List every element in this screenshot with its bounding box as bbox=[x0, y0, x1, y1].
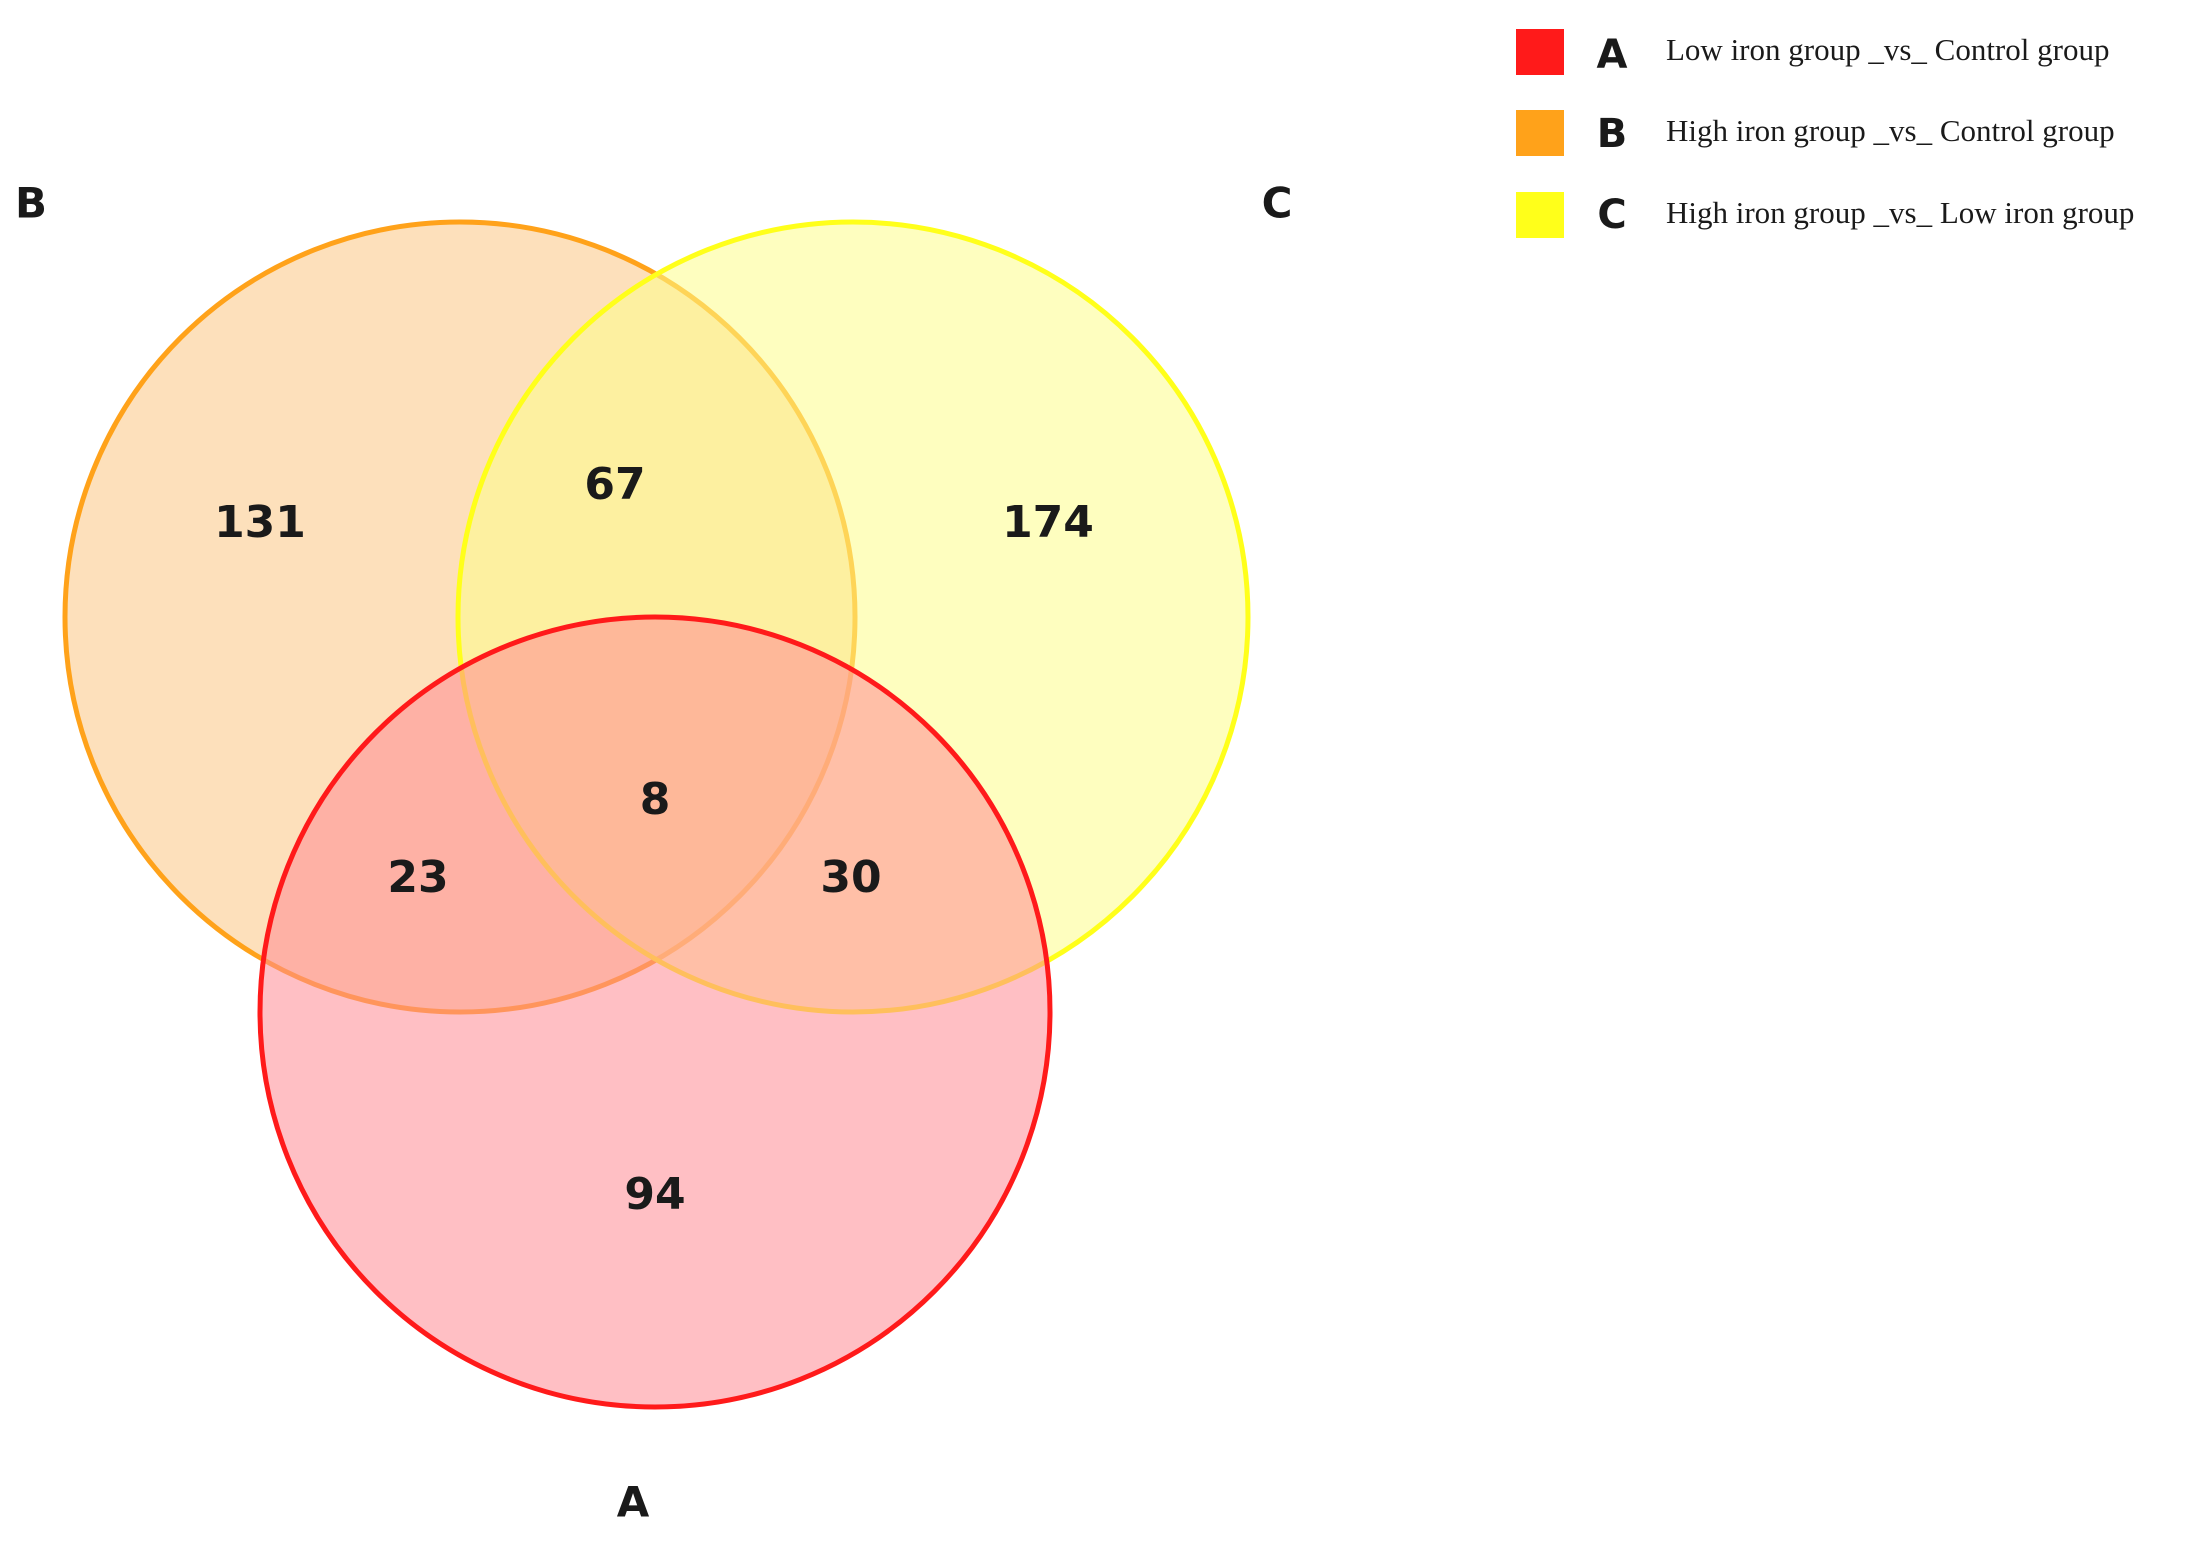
legend-swatch-a bbox=[1516, 29, 1564, 75]
count-bc: 67 bbox=[584, 459, 645, 510]
legend-key-a: A bbox=[1597, 32, 1628, 78]
count-ab: 23 bbox=[387, 852, 448, 903]
set-a-label: A bbox=[617, 1478, 650, 1527]
set-a-circle bbox=[257, 614, 1053, 1410]
legend-text-c: High iron group _vs_ Low iron group bbox=[1666, 195, 2134, 230]
set-b-label: B bbox=[15, 179, 47, 228]
legend-key-b: B bbox=[1597, 111, 1628, 157]
count-c-only: 174 bbox=[1002, 497, 1094, 548]
legend-text-b: High iron group _vs_ Control group bbox=[1666, 113, 2115, 148]
set-c-label: C bbox=[1262, 179, 1293, 228]
legend-key-c: C bbox=[1597, 192, 1626, 238]
count-abc: 8 bbox=[640, 774, 671, 825]
legend: A Low iron group _vs_ Control group B Hi… bbox=[1516, 29, 2134, 238]
legend-text-a: Low iron group _vs_ Control group bbox=[1666, 32, 2109, 67]
count-a-only: 94 bbox=[624, 1169, 685, 1220]
count-b-only: 131 bbox=[214, 497, 306, 548]
count-ac: 30 bbox=[820, 852, 881, 903]
legend-swatch-b bbox=[1516, 110, 1564, 156]
legend-swatch-c bbox=[1516, 192, 1564, 238]
